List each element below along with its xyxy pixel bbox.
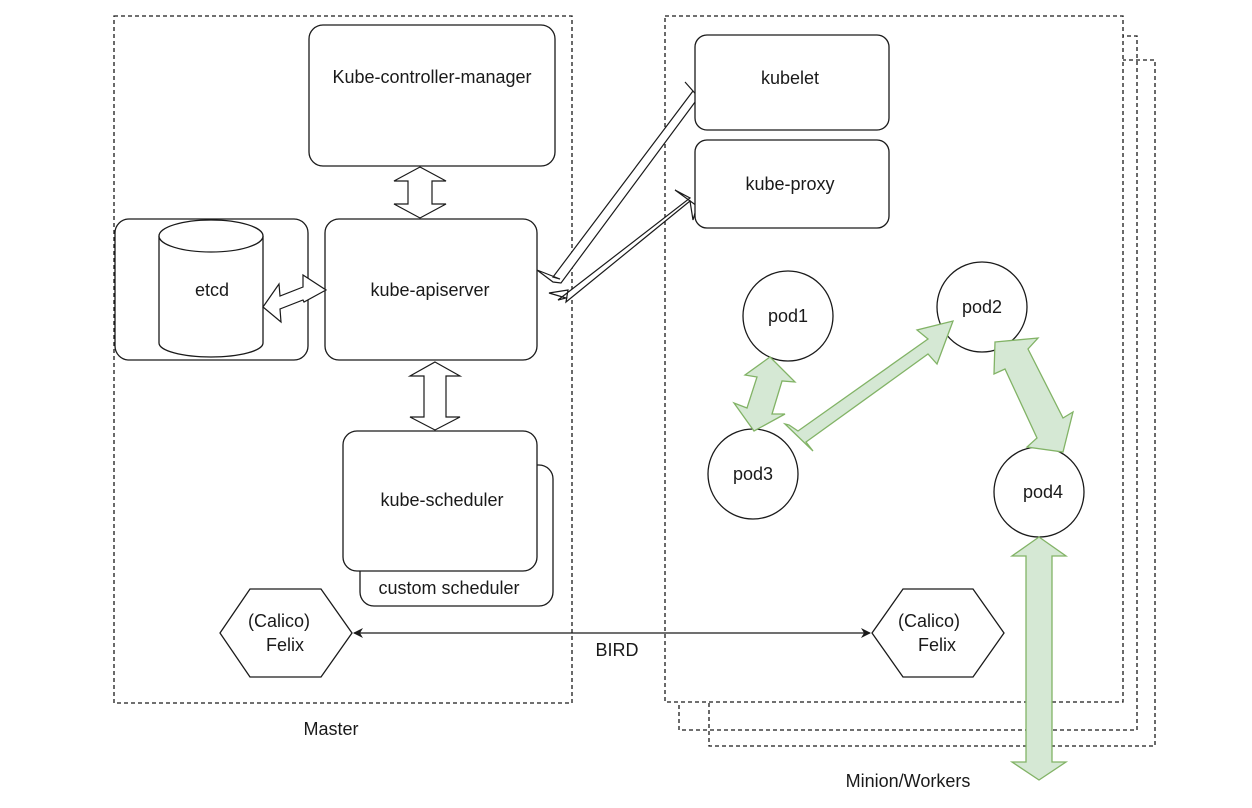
pod4-label: pod4 [1023, 482, 1063, 502]
kube-proxy-box [694, 139, 890, 229]
scheduler-label: kube-scheduler [380, 490, 503, 510]
workers-label: Minion/Workers [846, 771, 971, 791]
pod1-label: pod1 [768, 306, 808, 326]
apiserver-scheduler-arrow [407, 361, 463, 431]
custom-scheduler-label: custom scheduler [378, 578, 519, 598]
kubelet-box [694, 34, 890, 131]
pod2-label: pod2 [962, 297, 1002, 317]
worker-frame [664, 15, 1124, 703]
etcd-label: etcd [195, 280, 229, 300]
pod2-circle [936, 261, 1028, 353]
pod1-pod3-link [732, 356, 797, 432]
worker-felix-label-2: Felix [918, 635, 956, 655]
worker-felix-label-1: (Calico) [898, 611, 960, 631]
master-felix-hexagon [219, 588, 353, 678]
kubelet-label: kubelet [761, 68, 819, 88]
pod3-pod2-link [782, 320, 955, 452]
pod1-circle [742, 270, 834, 362]
controller-manager-label: Kube-controller-manager [332, 67, 531, 87]
bird-label: BIRD [595, 640, 638, 660]
controller-apiserver-arrow [393, 166, 447, 219]
apiserver-label: kube-apiserver [370, 280, 489, 300]
scheduler-box [342, 430, 538, 572]
kube-proxy-label: kube-proxy [745, 174, 834, 194]
master-felix-label-1: (Calico) [248, 611, 310, 631]
master-label: Master [303, 719, 358, 739]
worker-felix-hexagon [871, 588, 1005, 678]
etcd-apiserver-arrow [262, 273, 328, 324]
master-frame [113, 15, 573, 704]
master-felix-label-2: Felix [266, 635, 304, 655]
etcd-cylinder [158, 219, 264, 358]
pod2-pod4-link [993, 337, 1075, 453]
pod3-label: pod3 [733, 464, 773, 484]
controller-manager-box [308, 24, 556, 167]
pod4-external-link [1009, 536, 1069, 781]
